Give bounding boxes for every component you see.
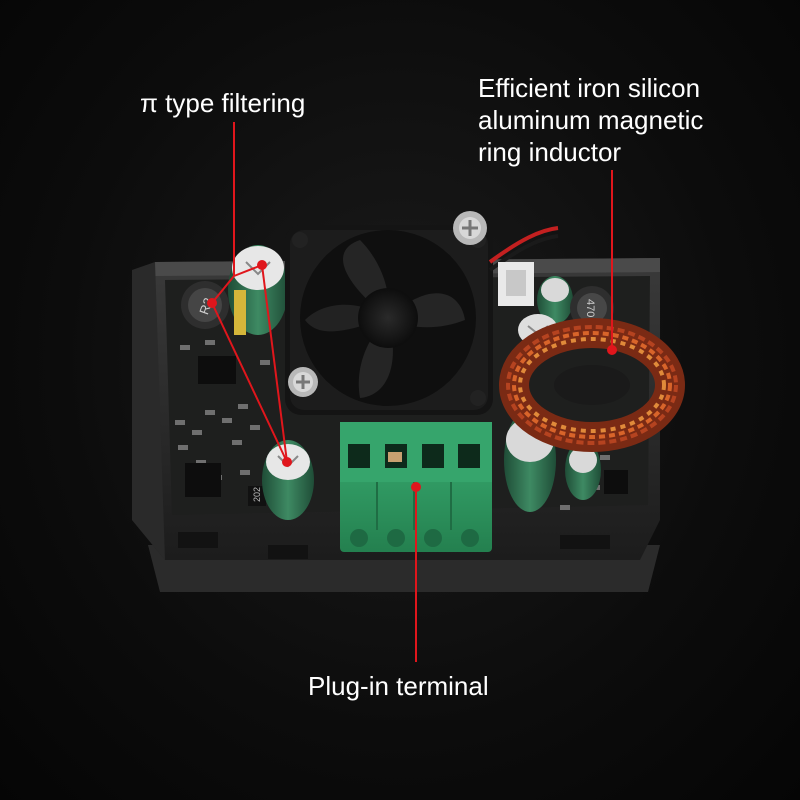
capacitor-top-right [537, 276, 573, 324]
cooling-fan [285, 225, 493, 415]
callout-pi-filter [211, 122, 288, 463]
left-power-inductor: R2 [181, 281, 229, 329]
screw-bottom [288, 367, 318, 397]
caption-inductor-line-1: Efficient iron silicon [478, 73, 701, 103]
capacitor-bottom-left [262, 440, 314, 520]
callout-dots-pi [207, 260, 292, 467]
caption-pi-filter: π type filtering [140, 88, 306, 118]
ic-chip [185, 463, 221, 497]
ic-chip [604, 470, 628, 494]
ic-chip [198, 356, 236, 384]
screw-top [453, 211, 487, 245]
resistor-marking: 202 [252, 487, 262, 502]
callout-inductor [607, 170, 617, 355]
fan-connector [488, 226, 559, 306]
caption-inductor-line-2: aluminum magnetic [478, 105, 704, 135]
right-inductor-marking: 470 [584, 299, 596, 317]
callout-terminal [411, 482, 421, 662]
toroidal-inductor [499, 318, 685, 452]
resistor [248, 486, 266, 506]
capacitor-right-small [565, 440, 601, 500]
caption-inductor-line-3: ring inductor [478, 137, 622, 167]
caption-plug-in-terminal: Plug-in terminal [308, 671, 489, 701]
capacitor-top-left [228, 245, 288, 335]
caption-inductor: Efficient iron silicon aluminum magnetic… [478, 72, 703, 168]
